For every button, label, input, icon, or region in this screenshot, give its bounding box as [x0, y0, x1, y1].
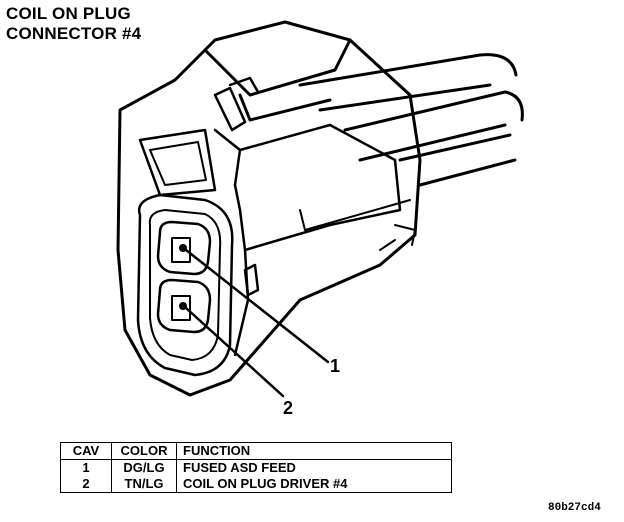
wire-harness [298, 53, 524, 187]
table-header-row: CAV COLOR FUNCTION [60, 442, 452, 460]
connector-body [116, 20, 422, 397]
header-cav: CAV [60, 442, 112, 460]
cell-cav: 1 [60, 459, 112, 476]
pinout-table: CAV COLOR FUNCTION 1 DG/LG FUSED ASD FEE… [60, 442, 452, 493]
header-function: FUNCTION [176, 442, 452, 460]
header-color: COLOR [111, 442, 177, 460]
table-row: 1 DG/LG FUSED ASD FEED [60, 459, 452, 476]
diagram-title: COIL ON PLUG CONNECTOR #4 [6, 4, 141, 44]
title-line-1: COIL ON PLUG [6, 4, 131, 23]
callout-2: 2 [283, 398, 294, 418]
leader-line-2 [184, 306, 285, 398]
callout-1: 1 [330, 356, 341, 376]
cell-function: COIL ON PLUG DRIVER #4 [176, 476, 452, 493]
cell-function: FUSED ASD FEED [176, 459, 452, 476]
cell-color: DG/LG [111, 459, 177, 476]
cell-color: TN/LG [111, 476, 177, 493]
figure-id: 80b27cd4 [548, 502, 601, 514]
leader-line-1 [184, 248, 330, 364]
cell-cav: 2 [60, 476, 112, 493]
cavity-2 [156, 278, 212, 334]
title-line-2: CONNECTOR #4 [6, 24, 142, 43]
table-row: 2 TN/LG COIL ON PLUG DRIVER #4 [60, 476, 452, 493]
cavity-1 [156, 220, 212, 276]
